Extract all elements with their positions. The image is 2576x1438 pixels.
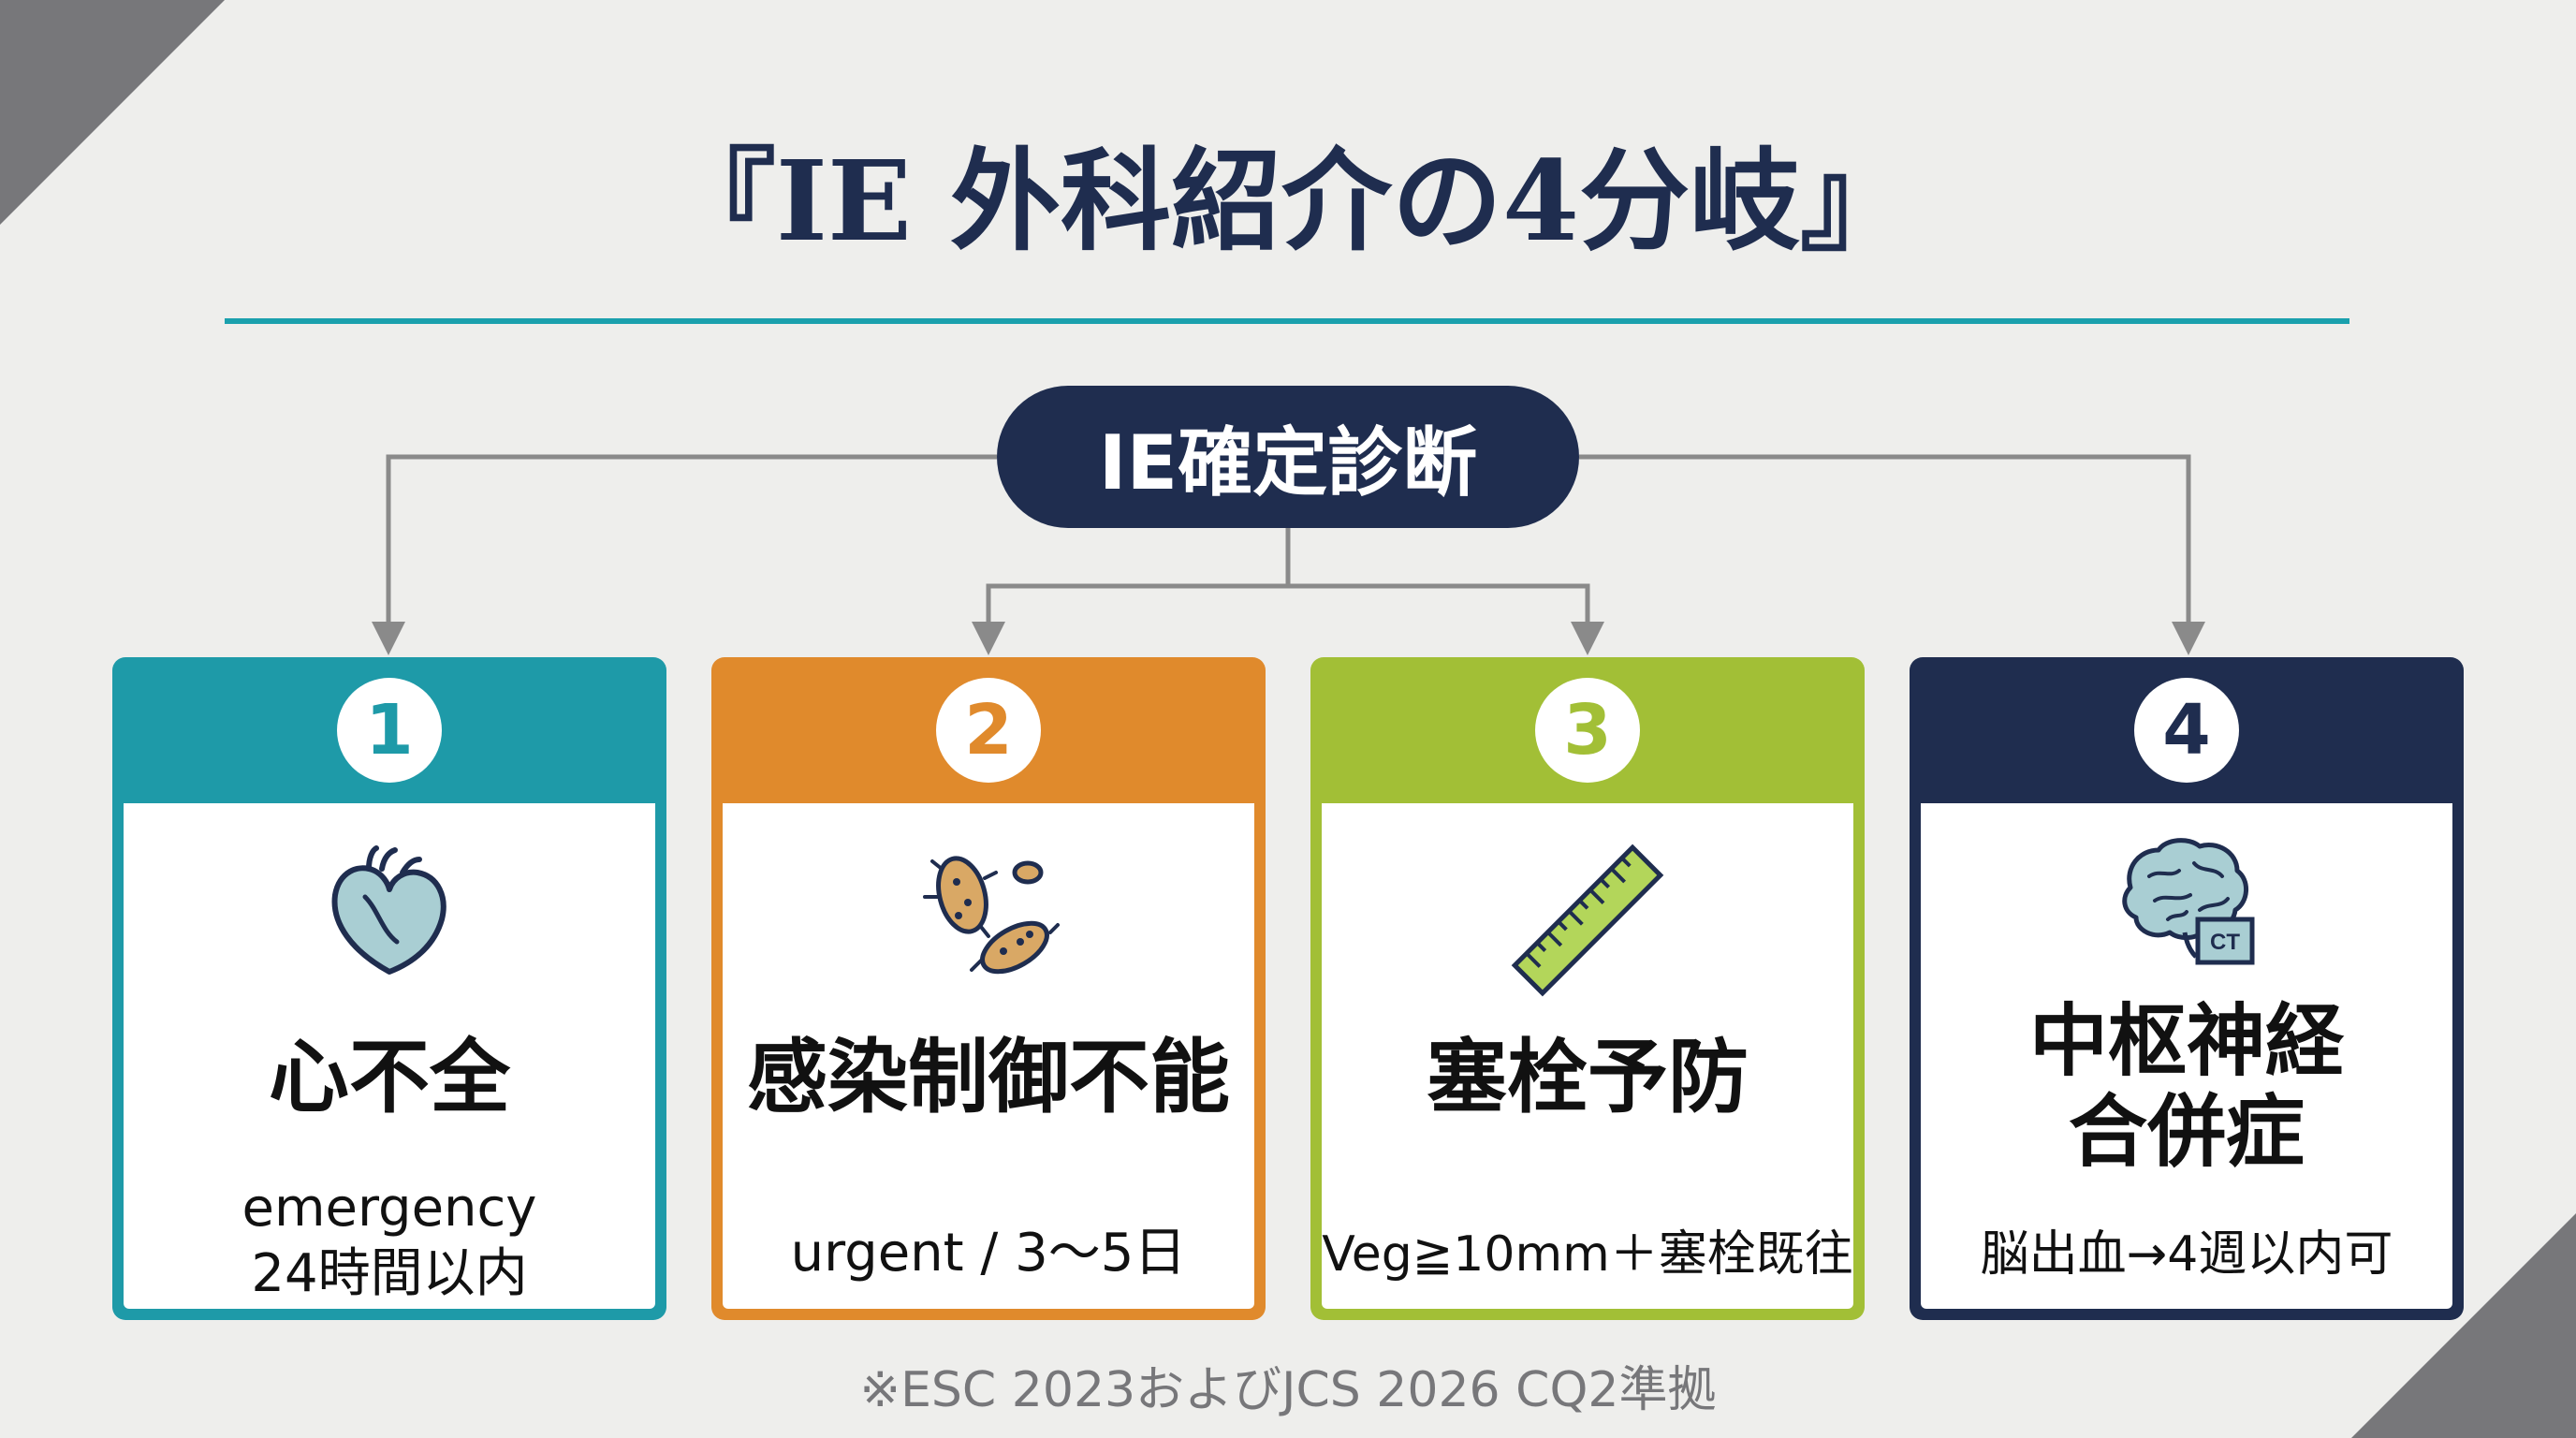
branch-note: emergency 24時間以内 <box>124 1176 655 1307</box>
number-badge: 1 <box>337 678 442 783</box>
card-body: 感染制御不能 urgent / 3〜5日 <box>723 803 1254 1309</box>
ct-label: CT <box>2210 930 2240 955</box>
heart-icon <box>331 845 446 975</box>
card-header: 1 <box>124 657 655 803</box>
number-badge: 3 <box>1535 678 1640 783</box>
note-line-timing: emergency <box>242 1178 537 1239</box>
branch-note: Veg≧10mm＋塞栓既往 <box>1322 1226 1853 1283</box>
connector-to-branch-3 <box>1288 583 1590 625</box>
title-line-1: 中枢神経 <box>2028 995 2344 1087</box>
branch-note: 脳出血→4週以内可 <box>1980 1226 2393 1283</box>
arrowhead-branch-1 <box>372 622 405 655</box>
arrowhead-branch-3 <box>1571 622 1604 655</box>
branch-title: 塞栓予防 <box>1427 1031 1749 1124</box>
footnote: ※ESC 2023およびJCS 2026 CQ2準拠 <box>859 1362 1717 1418</box>
branch-note: urgent / 3〜5日 <box>790 1223 1187 1284</box>
card-header: 4 <box>1921 657 2452 803</box>
connector-to-branch-1 <box>386 454 997 625</box>
arrowhead-branch-4 <box>2172 622 2205 655</box>
branch-card-1: 1 心不全 emergency 24時間以内 <box>112 657 666 1320</box>
connector-to-branch-2 <box>986 583 1288 625</box>
card-body: 塞栓予防 Veg≧10mm＋塞栓既往 <box>1322 803 1853 1309</box>
card-header: 3 <box>1322 657 1853 803</box>
card-header: 2 <box>723 657 1254 803</box>
connector-to-branch-4 <box>1579 454 2191 625</box>
card-body: CT 中枢神経 合併症 脳出血→4週以内可 <box>1921 803 2452 1309</box>
note-line-window: 24時間以内 <box>251 1243 528 1304</box>
root-node-ie-diagnosis: IE確定診断 <box>997 386 1579 528</box>
number-badge: 4 <box>2134 678 2239 783</box>
branch-card-4: 4 CT 中枢神経 合併症 脳出血→4週以内可 <box>1910 657 2464 1320</box>
card-body: 心不全 emergency 24時間以内 <box>124 803 655 1309</box>
brain-ct-icon: CT <box>2122 838 2255 965</box>
branch-title: 感染制御不能 <box>747 1031 1230 1124</box>
bacteria-icon <box>923 856 1060 975</box>
title-underline <box>225 318 2349 324</box>
branch-title: 心不全 <box>269 1031 510 1124</box>
title-line-2: 合併症 <box>2068 1085 2305 1178</box>
branch-card-2: 2 感染制御不能 urgent / 3〜 <box>711 657 1266 1320</box>
branch-title: 中枢神経 合併症 <box>1921 996 2452 1177</box>
ruler-icon <box>1511 844 1664 997</box>
branch-card-3: 3 塞栓予防 Veg≧10mm＋塞栓既往 <box>1310 657 1865 1320</box>
number-badge: 2 <box>936 678 1041 783</box>
arrowhead-branch-2 <box>972 622 1005 655</box>
page-title: 『IE 外科紹介の4分岐』 <box>665 136 1911 266</box>
